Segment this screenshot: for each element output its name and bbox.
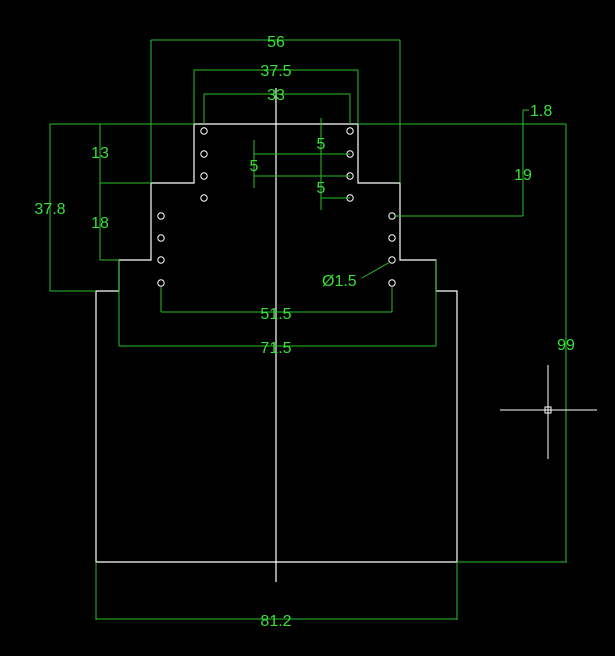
dimension-total-height: 99 (457, 124, 575, 563)
dimension-lower-hole-span: 51.5 (160, 287, 393, 323)
hole (388, 234, 396, 242)
hole (157, 212, 165, 220)
hole (200, 127, 208, 135)
dimension-right-offset-label: 1.8 (530, 103, 552, 120)
hole-group-lower-left (157, 212, 165, 287)
dimension-bottom-width-label: 81.2 (260, 613, 291, 630)
crosshair-cursor (500, 365, 597, 459)
dimension-upper-width-label: 37.5 (260, 63, 291, 80)
dimension-top-width-label: 56 (267, 34, 285, 51)
hole (346, 127, 354, 135)
dimension-hole-row-span: 33 (203, 87, 351, 124)
hole (157, 279, 165, 287)
dimension-hole-pitch-a-label: 5 (317, 136, 326, 153)
dimension-left-mid: 18 (91, 183, 119, 261)
dimension-total-height-label: 99 (557, 337, 575, 354)
hole (388, 212, 396, 220)
dimension-bottom-width: 81.2 (95, 562, 458, 630)
dimension-right-offset: 1.8 (358, 103, 566, 125)
dimension-left-mid-label: 18 (91, 215, 109, 232)
dimension-right-step: 19 (396, 124, 532, 217)
dimension-upper-width: 37.5 (193, 63, 359, 124)
dimension-hole-row-span-label: 33 (267, 87, 285, 104)
dimension-left-total: 37.8 (34, 124, 96, 292)
hole (200, 150, 208, 158)
hole-group-upper-left (200, 127, 208, 202)
dimension-right-step-label: 19 (514, 167, 532, 184)
dimension-hole-diameter-label: Ø1.5 (322, 273, 357, 290)
hole (157, 256, 165, 264)
dimension-hole-pitch-c-label: 5 (317, 180, 326, 197)
dimension-left-step: 13 (50, 123, 194, 184)
dimension-left-step-label: 13 (91, 145, 109, 162)
hole (200, 194, 208, 202)
dimension-hole-pitch-b-label: 5 (250, 158, 259, 175)
dimension-mid-width-label: 71.5 (260, 340, 291, 357)
hole (200, 172, 208, 180)
dimension-top-width: 56 (150, 34, 401, 183)
dimension-mid-width: 71.5 (118, 260, 437, 357)
dimension-lower-hole-span-label: 51.5 (260, 306, 291, 323)
dimension-hole-diameter: Ø1.5 (322, 261, 391, 290)
hole (157, 234, 165, 242)
hole-group-lower-right (388, 212, 396, 287)
hole (388, 279, 396, 287)
hole (388, 256, 396, 264)
dimension-left-total-label: 37.8 (34, 201, 65, 218)
dimension-hole-pitch: 5 5 5 (250, 118, 350, 210)
